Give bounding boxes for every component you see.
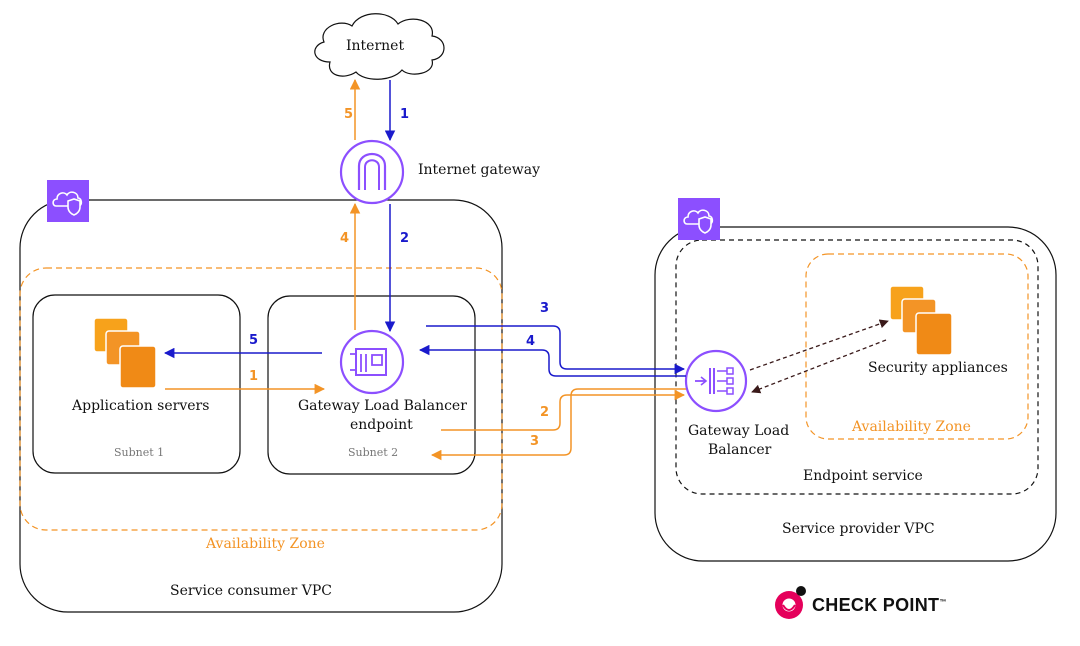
subnet-2-box xyxy=(267,295,476,475)
step-number: 1 xyxy=(249,369,259,384)
step-number: 4 xyxy=(526,334,536,349)
step-number: 2 xyxy=(400,231,410,246)
gwlb-endpoint-label-line2: endpoint xyxy=(350,417,413,433)
flow-arrow xyxy=(418,344,686,377)
security-appliances-icon xyxy=(889,285,953,356)
endpoint-service-label: Endpoint service xyxy=(803,468,923,484)
step-number: 1 xyxy=(400,107,410,122)
security-appliances-label: Security appliances xyxy=(868,360,1008,376)
step-number: 3 xyxy=(540,301,550,316)
subnet-2-label: Subnet 2 xyxy=(348,446,399,459)
step-number: 2 xyxy=(540,405,550,420)
vpc-shield-cloud-icon xyxy=(47,180,89,222)
flow-arrow xyxy=(430,388,686,461)
application-servers-label: Application servers xyxy=(72,398,210,414)
internet-gateway-icon xyxy=(339,139,405,205)
ec2-instances-icon xyxy=(93,317,157,389)
consumer-az-label: Availability Zone xyxy=(206,536,325,552)
checkpoint-logo-name: CHECK POINT xyxy=(812,595,940,615)
gwlb-label-line1: Gateway Load xyxy=(688,423,790,439)
step-number: 3 xyxy=(530,434,540,449)
consumer-vpc-label: Service consumer VPC xyxy=(170,583,332,599)
checkpoint-logo-text: CHECK POINT™ xyxy=(812,595,947,616)
consumer-az-box xyxy=(19,267,503,531)
subnet-1-label: Subnet 1 xyxy=(114,446,165,459)
provider-az-box xyxy=(805,253,1029,440)
gwlb-label-line2: Balancer xyxy=(708,442,772,458)
gwlb-endpoint-label-line1: Gateway Load Balancer xyxy=(298,398,467,414)
subnet-1-box xyxy=(32,294,241,474)
vpc-shield-cloud-icon xyxy=(678,198,720,240)
appliance-link xyxy=(751,339,887,394)
provider-vpc-box xyxy=(654,226,1057,562)
flow-arrow xyxy=(426,325,686,375)
flow-arrow xyxy=(441,389,686,431)
provider-az-label: Availability Zone xyxy=(852,419,971,435)
provider-vpc-label: Service provider VPC xyxy=(782,521,935,537)
step-number: 5 xyxy=(249,333,259,348)
checkpoint-logo-icon xyxy=(775,586,806,619)
appliance-link xyxy=(749,319,889,371)
step-number: 5 xyxy=(344,107,354,122)
internet-gateway-label: Internet gateway xyxy=(418,162,540,178)
step-number: 4 xyxy=(340,231,350,246)
checkpoint-logo-tm: ™ xyxy=(939,599,947,606)
gwlb-endpoint-icon xyxy=(339,329,405,395)
internet-cloud xyxy=(314,13,445,80)
internet-label: Internet xyxy=(346,38,405,54)
gateway-load-balancer-icon xyxy=(684,349,748,413)
